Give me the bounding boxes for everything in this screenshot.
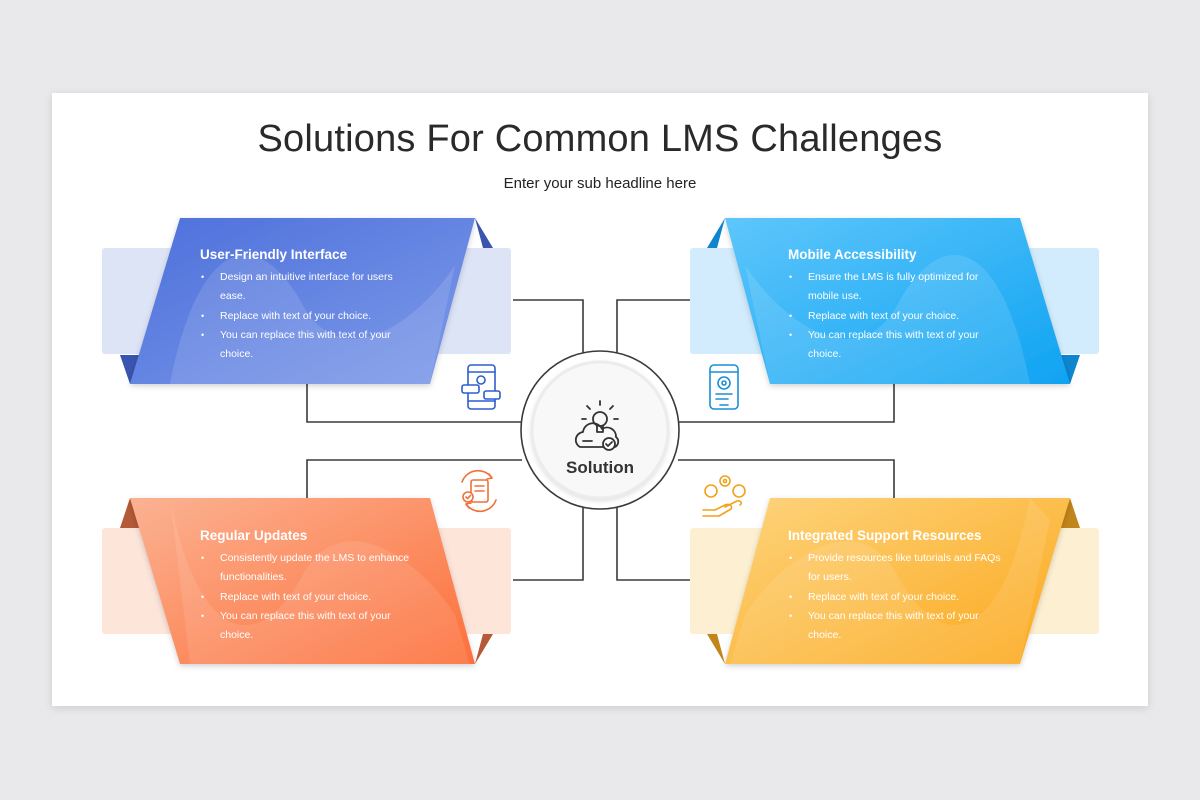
card-text-mobile-accessibility: Mobile Accessibility Ensure the LMS is f… — [788, 247, 1003, 364]
bullet-item: Replace with text of your choice. — [201, 307, 415, 327]
bullet-list: Ensure the LMS is fully optimized for mo… — [788, 268, 1003, 364]
card-title: User-Friendly Interface — [200, 247, 348, 262]
card-text-integrated-support: Integrated Support Resources Provide res… — [788, 528, 1003, 645]
document-update-icon — [461, 469, 497, 513]
card-title: Regular Updates — [200, 528, 308, 543]
bullet-item: Replace with text of your choice. — [789, 588, 1003, 608]
mobile-settings-icon — [709, 364, 739, 410]
bullet-item: You can replace this with text of your c… — [789, 326, 1003, 365]
bullet-item: Consistently update the LMS to enhance f… — [201, 549, 415, 588]
bullet-item: You can replace this with text of your c… — [201, 326, 415, 365]
bullet-item: Replace with text of your choice. — [789, 307, 1003, 327]
center-hub — [520, 350, 680, 510]
card-text-user-friendly: User-Friendly Interface Design an intuit… — [200, 247, 415, 364]
page-title: Solutions For Common LMS Challenges — [257, 118, 943, 160]
support-hand-icon — [702, 475, 746, 517]
card-title: Integrated Support Resources — [788, 528, 982, 543]
bullet-item: You can replace this with text of your c… — [789, 607, 1003, 646]
bullet-item: You can replace this with text of your c… — [201, 607, 415, 646]
page-subtitle: Enter your sub headline here — [503, 175, 697, 192]
card-text-regular-updates: Regular Updates Consistently update the … — [200, 528, 415, 645]
connector-lines — [306, 299, 895, 581]
lightbulb-cloud-icon — [574, 400, 620, 451]
bullet-list: Consistently update the LMS to enhance f… — [200, 549, 415, 645]
bullet-item: Ensure the LMS is fully optimized for mo… — [789, 268, 1003, 307]
bullet-list: Design an intuitive interface for users … — [200, 268, 415, 364]
center-label: Solution — [566, 458, 634, 477]
bullet-list: Provide resources like tutorials and FAQ… — [788, 549, 1003, 645]
bullet-item: Replace with text of your choice. — [201, 588, 415, 608]
bullet-item: Design an intuitive interface for users … — [201, 268, 415, 307]
card-title: Mobile Accessibility — [788, 247, 917, 262]
bullet-item: Provide resources like tutorials and FAQ… — [789, 549, 1003, 588]
mobile-chat-icon — [461, 364, 501, 410]
